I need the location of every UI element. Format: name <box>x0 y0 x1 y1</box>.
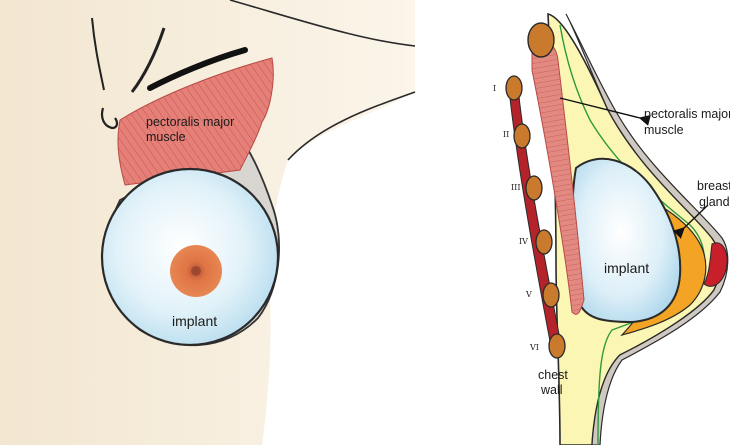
side-muscle-label-line2: muscle <box>644 123 684 137</box>
side-implant-label: implant <box>604 260 649 276</box>
gland-label-line1: breast <box>697 179 730 193</box>
side-view: I II III IV V VI pectoralis major muscle… <box>493 12 730 445</box>
axilla-hook <box>100 107 119 130</box>
side-muscle-origin <box>527 22 555 58</box>
axilla-line-2 <box>130 27 166 93</box>
rib-iv <box>535 229 553 255</box>
side-nipple <box>703 242 728 287</box>
rib-vi <box>548 333 566 359</box>
rib-numeral-5: V <box>525 290 532 299</box>
gland-label-line2: gland <box>699 195 730 209</box>
rib-numeral-3: III <box>511 183 520 192</box>
rib-v <box>542 282 560 308</box>
muscle-arrow <box>559 97 651 126</box>
front-muscle-label-line2: muscle <box>146 130 186 144</box>
front-nipple-center <box>191 266 201 276</box>
ribs <box>505 75 566 359</box>
chest-wall-label-line2: wall <box>540 383 563 397</box>
front-muscle-label-line1: pectoralis major <box>146 115 234 129</box>
side-pectoralis-muscle <box>531 38 585 315</box>
front-pectoralis-muscle <box>117 57 274 186</box>
front-view: pectoralis major muscle implant <box>0 0 416 445</box>
side-skin-band <box>565 13 729 445</box>
rib-numeral-6: VI <box>529 343 539 352</box>
side-muscle-label-line1: pectoralis major <box>644 107 730 121</box>
rib-iii <box>525 175 543 201</box>
side-fascia-line <box>559 24 706 445</box>
arm-outline <box>229 0 416 161</box>
chest-wall-label-line1: chest <box>538 368 568 382</box>
rib-numeral-4: IV <box>519 237 528 246</box>
gland-arrow <box>673 204 709 239</box>
rib-numeral-1: I <box>493 84 496 93</box>
clavicle-line <box>147 47 248 91</box>
axilla-line-1 <box>91 17 105 91</box>
rib-i <box>505 75 523 101</box>
rib-ii <box>513 123 531 149</box>
front-implant-label: implant <box>172 313 217 329</box>
rib-numeral-2: II <box>503 130 509 139</box>
